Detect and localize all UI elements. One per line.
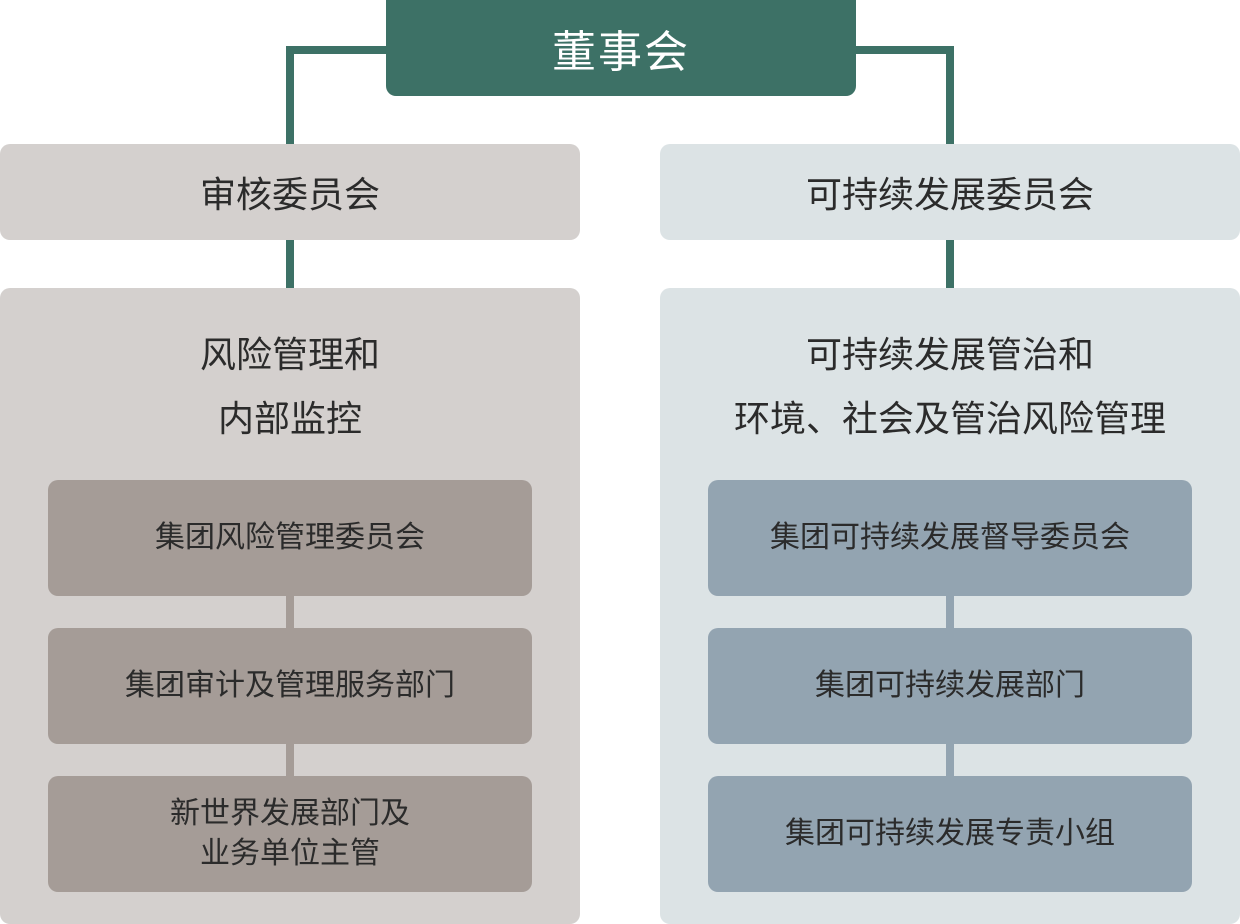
unit-label: 集团可持续发展专责小组 bbox=[785, 816, 1115, 851]
connector-left-unit-1-2 bbox=[286, 596, 294, 628]
connector-board-left-vertical bbox=[286, 46, 294, 144]
connector-board-right-vertical bbox=[946, 46, 954, 144]
audit-committee: 审核委员会 bbox=[0, 144, 580, 240]
panel-title-line: 环境、社会及管治风险管理 bbox=[733, 399, 1166, 440]
connector-board-right-horizontal bbox=[856, 46, 954, 54]
unit-label: 集团审计及管理服务部门 bbox=[125, 668, 455, 703]
connector-left-unit-2-3 bbox=[286, 744, 294, 776]
board-of-directors: 董事会 bbox=[386, 0, 856, 96]
unit-label-line: 新世界发展部门及 bbox=[170, 796, 410, 831]
group-risk-management-committee: 集团风险管理委员会 bbox=[48, 480, 532, 596]
panel-title-line: 可持续发展管治和 bbox=[805, 335, 1094, 376]
panel-title-line: 内部监控 bbox=[217, 399, 362, 440]
sustainability-committee: 可持续发展委员会 bbox=[660, 144, 1240, 240]
sustainability-governance-panel-title: 可持续发展管治和 环境、社会及管治风险管理 bbox=[660, 324, 1240, 452]
unit-label: 集团可持续发展督导委员会 bbox=[770, 520, 1130, 555]
group-sustainability-steering-committee: 集团可持续发展督导委员会 bbox=[708, 480, 1192, 596]
unit-label: 集团可持续发展部门 bbox=[815, 668, 1085, 703]
sustainability-committee-label: 可持续发展委员会 bbox=[805, 175, 1094, 216]
connector-right-unit-2-3 bbox=[946, 744, 954, 776]
group-sustainability-taskforce: 集团可持续发展专责小组 bbox=[708, 776, 1192, 892]
panel-title-line: 风险管理和 bbox=[199, 335, 380, 376]
connector-board-left-horizontal bbox=[286, 46, 386, 54]
connector-left-committee-panel bbox=[286, 240, 294, 288]
unit-label-line: 业务单位主管 bbox=[200, 836, 380, 871]
connector-right-committee-panel bbox=[946, 240, 954, 288]
audit-committee-label: 审核委员会 bbox=[199, 175, 380, 216]
group-audit-management-services-dept: 集团审计及管理服务部门 bbox=[48, 628, 532, 744]
board-label: 董事会 bbox=[552, 27, 690, 78]
group-sustainability-dept: 集团可持续发展部门 bbox=[708, 628, 1192, 744]
unit-label: 集团风险管理委员会 bbox=[155, 520, 425, 555]
nwd-dept-business-unit-heads: 新世界发展部门及 业务单位主管 bbox=[48, 776, 532, 892]
risk-management-panel-title: 风险管理和 内部监控 bbox=[0, 324, 580, 452]
connector-right-unit-1-2 bbox=[946, 596, 954, 628]
